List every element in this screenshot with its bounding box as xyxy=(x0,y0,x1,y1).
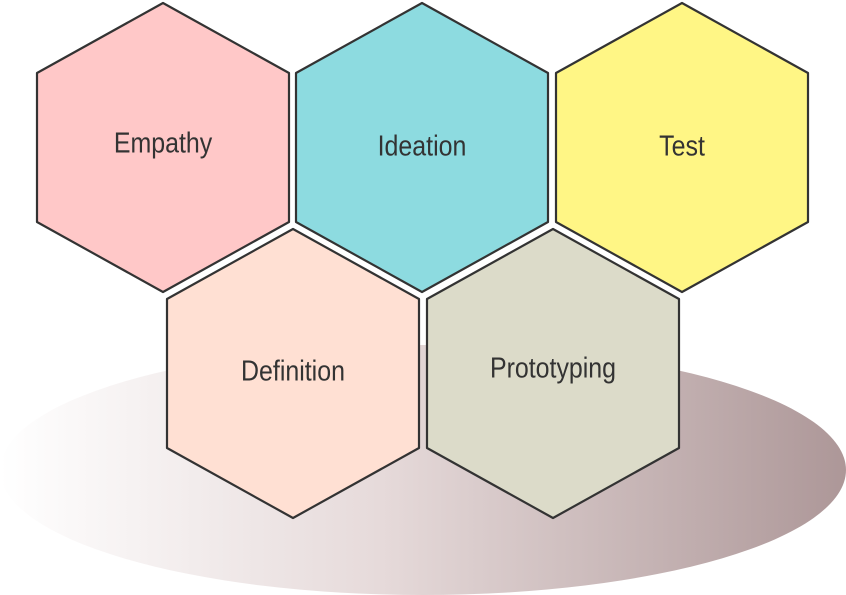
hexagon-definition: Definition xyxy=(165,227,421,520)
hexagon-test: Test xyxy=(554,1,810,294)
hexagon-test-shape xyxy=(554,1,810,294)
floor-shadow-ellipse xyxy=(0,345,846,595)
hexagon-definition-shape xyxy=(165,227,421,520)
hexagon-ideation: Ideation xyxy=(294,1,550,294)
hexagon-prototyping: Prototyping xyxy=(425,227,681,520)
hexagon-prototyping-shape xyxy=(425,227,681,520)
hexagon-ideation-shape xyxy=(294,1,550,294)
hexagon-prototyping-label: Prototyping xyxy=(490,352,616,384)
hexagon-empathy-label: Empathy xyxy=(114,127,213,159)
hexagon-ideation-label: Ideation xyxy=(378,130,467,162)
hexagon-empathy-shape xyxy=(35,1,291,294)
hexagon-test-label: Test xyxy=(659,130,705,162)
hexagon-definition-label: Definition xyxy=(241,355,345,387)
hexagon-empathy: Empathy xyxy=(35,1,291,294)
